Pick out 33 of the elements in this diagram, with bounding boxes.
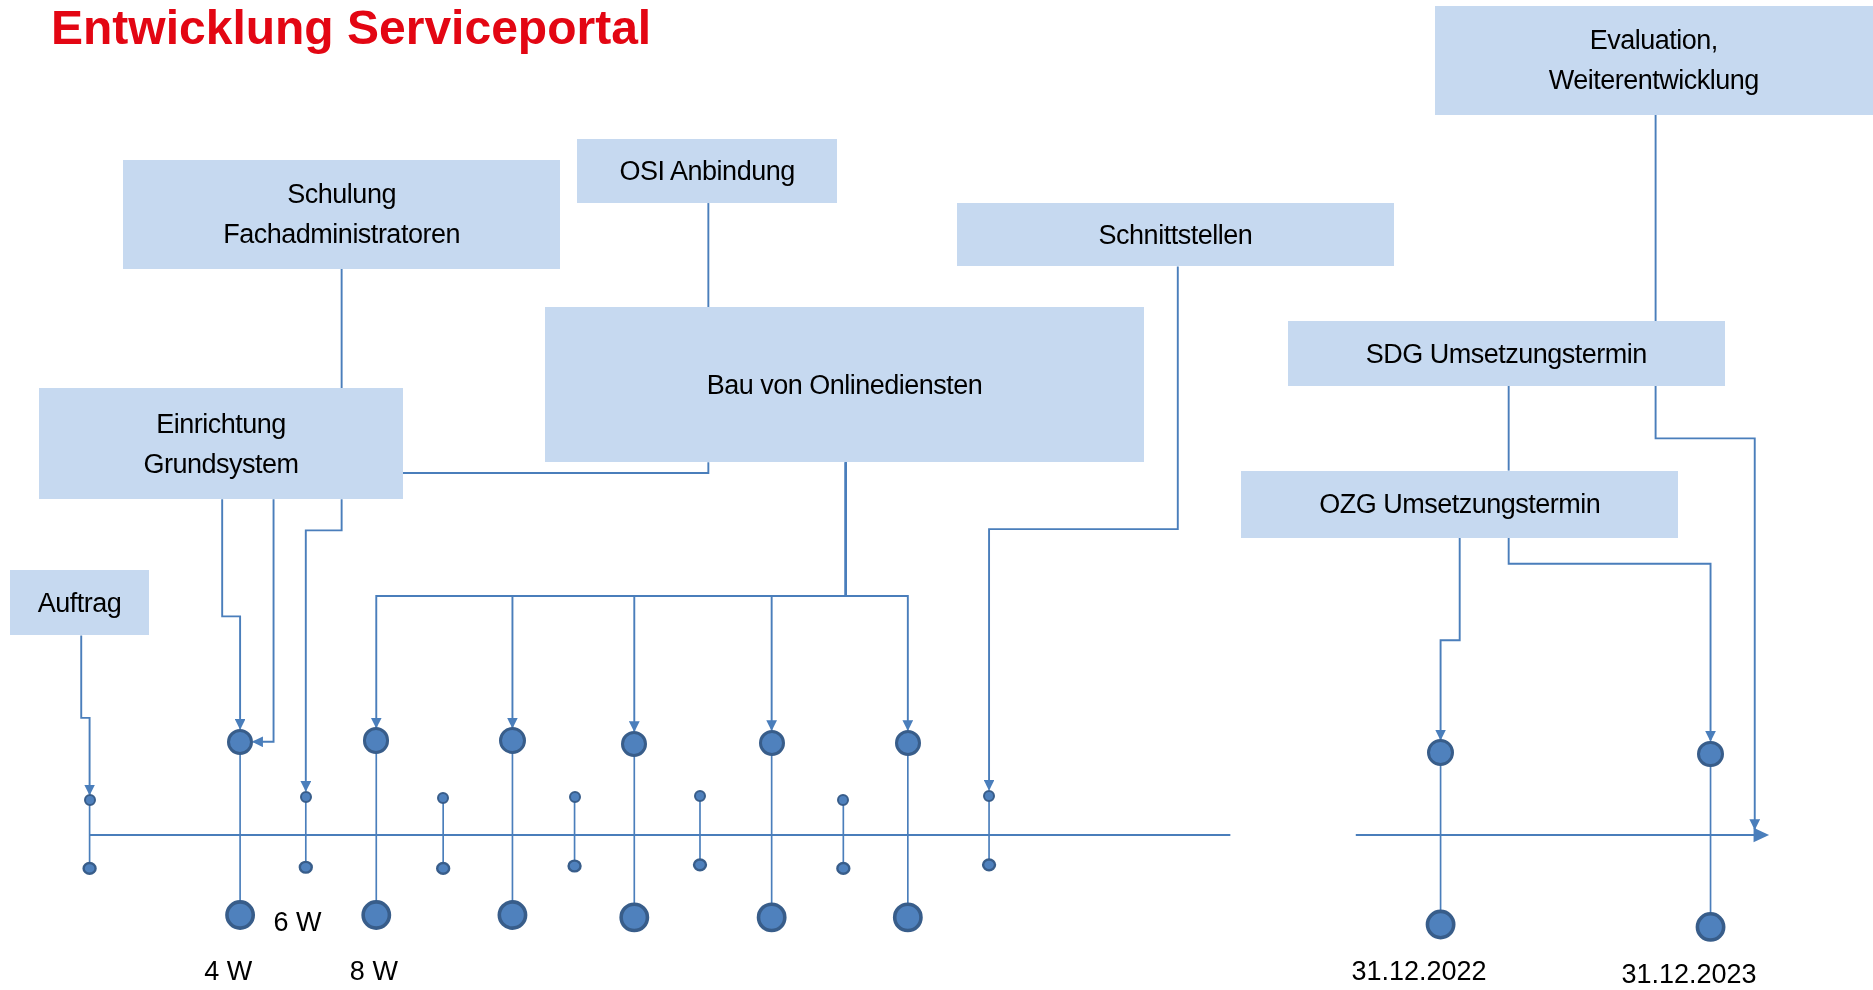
box-label: Schnittstellen (1098, 218, 1253, 252)
box-label: Schulung Fachadministratoren (222, 178, 461, 252)
connector-arrow (221, 498, 246, 730)
connector-arrow (300, 498, 343, 792)
connector-arrow (844, 461, 914, 731)
connector-arrow (983, 265, 1179, 791)
process-box (1287, 321, 1725, 386)
timeline-label: 6 W (273, 906, 322, 939)
process-box (1434, 5, 1873, 115)
box-label: Auftrag (37, 586, 122, 620)
process-box (123, 160, 561, 269)
process-box (544, 307, 1145, 463)
timeline-label: 4 W (204, 955, 253, 988)
connector-arrow (1654, 384, 1761, 831)
connector-arrow (252, 498, 275, 748)
box-label: Evaluation, Weiterentwicklung (1547, 24, 1760, 98)
process-box (39, 388, 403, 500)
timeline-label: 31.12.2023 (1621, 957, 1757, 990)
box-label: SDG Umsetzungstermin (1365, 337, 1647, 371)
process-box (1241, 470, 1679, 538)
box-label: OZG Umsetzungstermin (1319, 488, 1601, 522)
box-label: OSI Anbindung (619, 154, 795, 188)
timeline-label: 31.12.2022 (1351, 955, 1487, 988)
process-box (576, 138, 838, 204)
timeline-label: 8 W (349, 955, 398, 988)
box-label: Einrichtung Grundsystem (142, 407, 300, 481)
connector-arrow (80, 634, 95, 796)
title: Entwicklung Serviceportal (51, 0, 652, 56)
process-box (9, 569, 150, 636)
box-label: Bau von Onlinediensten (706, 368, 983, 402)
connector-arrow (1507, 536, 1716, 742)
process-box (956, 203, 1394, 267)
connector-arrow (1435, 536, 1461, 741)
